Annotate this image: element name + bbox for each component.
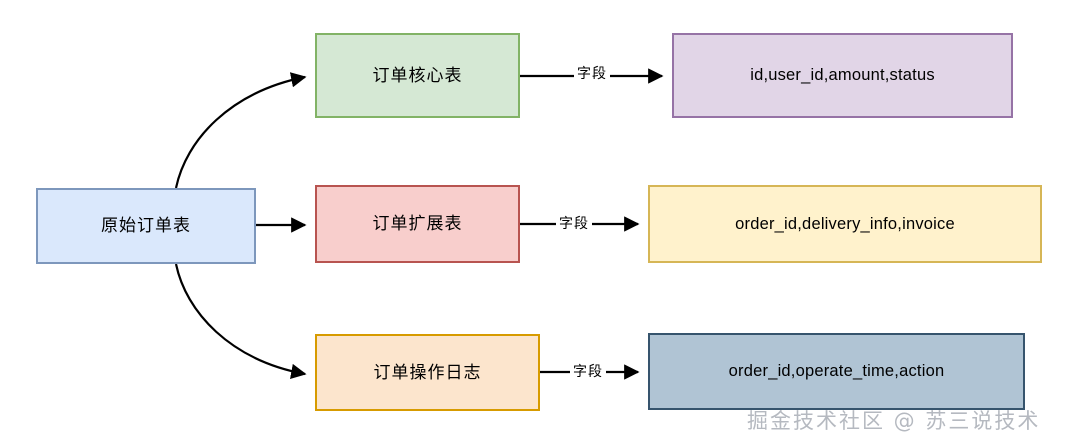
node-order-extension-fields-label: order_id,delivery_info,invoice [735, 214, 955, 233]
node-order-core-label: 订单核心表 [372, 65, 463, 85]
edge-source-to-core [174, 72, 307, 189]
node-order-extension-label: 订单扩展表 [372, 214, 463, 234]
node-order-core-table[interactable]: 订单核心表 [315, 33, 520, 118]
node-order-core-fields-label: id,user_id,amount,status [750, 66, 935, 85]
node-order-extension-fields[interactable]: order_id,delivery_info,invoice [648, 185, 1042, 263]
node-order-extension-table[interactable]: 订单扩展表 [315, 185, 520, 263]
node-order-operation-log-label: 订单操作日志 [373, 362, 482, 382]
node-order-operation-log[interactable]: 订单操作日志 [315, 334, 540, 411]
node-order-log-fields-label: order_id,operate_time,action [728, 362, 945, 381]
edge-label-extension-fields: 字段 [556, 213, 592, 233]
node-source-label: 原始订单表 [101, 216, 191, 236]
node-source-order-table[interactable]: 原始订单表 [36, 188, 256, 264]
node-order-log-fields[interactable]: order_id,operate_time,action [648, 333, 1025, 410]
node-order-core-fields[interactable]: id,user_id,amount,status [672, 33, 1013, 118]
edge-label-core-fields: 字段 [574, 63, 610, 83]
watermark-text: 掘金技术社区 @ 苏三说技术 [747, 409, 1041, 433]
edge-label-log-fields: 字段 [570, 361, 606, 381]
edge-source-to-log [174, 263, 307, 380]
